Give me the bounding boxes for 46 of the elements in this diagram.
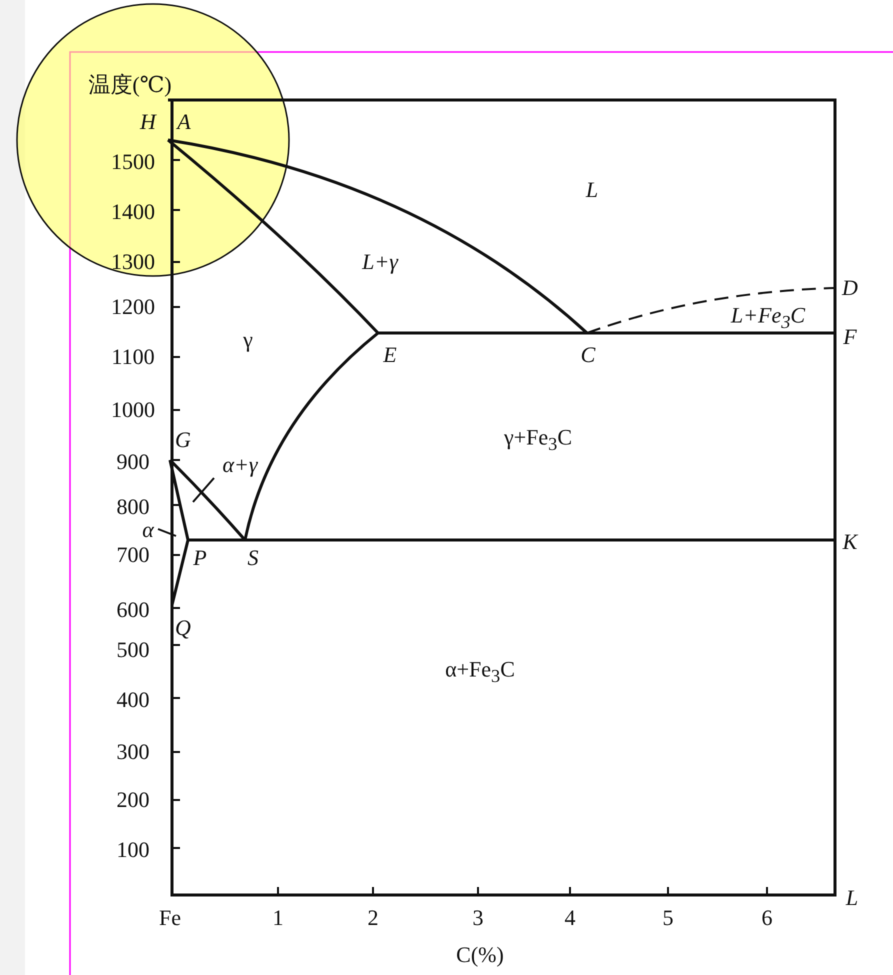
tick-label: 5 <box>662 907 674 929</box>
point-label: C <box>580 344 596 366</box>
tick-label: 600 <box>116 599 150 621</box>
tick-label: 700 <box>116 544 150 566</box>
tick-label: 100 <box>116 839 150 861</box>
tick-label: 200 <box>116 789 150 811</box>
tick-label: 300 <box>116 741 150 763</box>
region-label: Fe <box>159 907 181 929</box>
point-label: H <box>140 111 156 133</box>
tick-label: 900 <box>116 451 150 473</box>
tick-label: 1100 <box>111 346 155 368</box>
tick-label: 1300 <box>111 251 155 273</box>
point-label: F <box>843 326 857 348</box>
tick-label: 3 <box>472 907 484 929</box>
point-label: E <box>383 344 397 366</box>
tick-label: 1 <box>272 907 284 929</box>
tick-label: 400 <box>116 689 150 711</box>
tick-label: 1400 <box>111 201 155 223</box>
region-label: γ+Fe$_{3}$C <box>504 426 572 454</box>
point-label: L+Fe$_{3}$C <box>730 304 806 332</box>
axis-title: C(%) <box>456 944 504 966</box>
tick-label: 4 <box>564 907 576 929</box>
tick-label: 6 <box>762 907 772 929</box>
point-label: P <box>193 547 207 569</box>
leader-line <box>158 528 176 537</box>
tick-label: 1200 <box>111 296 155 318</box>
tick-label: 1500 <box>111 151 155 173</box>
tick-label: 1000 <box>111 399 155 421</box>
point-label: D <box>842 277 858 299</box>
point-label: S <box>248 547 258 569</box>
point-label: L <box>846 887 858 909</box>
region-label: α+Fe$_{3}$C <box>445 658 515 686</box>
tick-label: 2 <box>368 907 378 929</box>
region-label: α+γ <box>222 454 258 476</box>
point-label: L+γ <box>362 251 398 273</box>
tick-label: 800 <box>116 496 150 518</box>
region-label: γ <box>243 329 253 351</box>
leader-line <box>192 477 215 503</box>
point-label: Q <box>175 617 191 639</box>
point-label: A <box>177 111 191 133</box>
point-label: L <box>586 179 598 201</box>
region-label: α <box>142 519 154 541</box>
tick-label: 500 <box>116 639 150 661</box>
point-label: G <box>175 429 191 451</box>
axis-title: 温度(℃) <box>88 74 172 96</box>
point-label: K <box>842 531 858 553</box>
